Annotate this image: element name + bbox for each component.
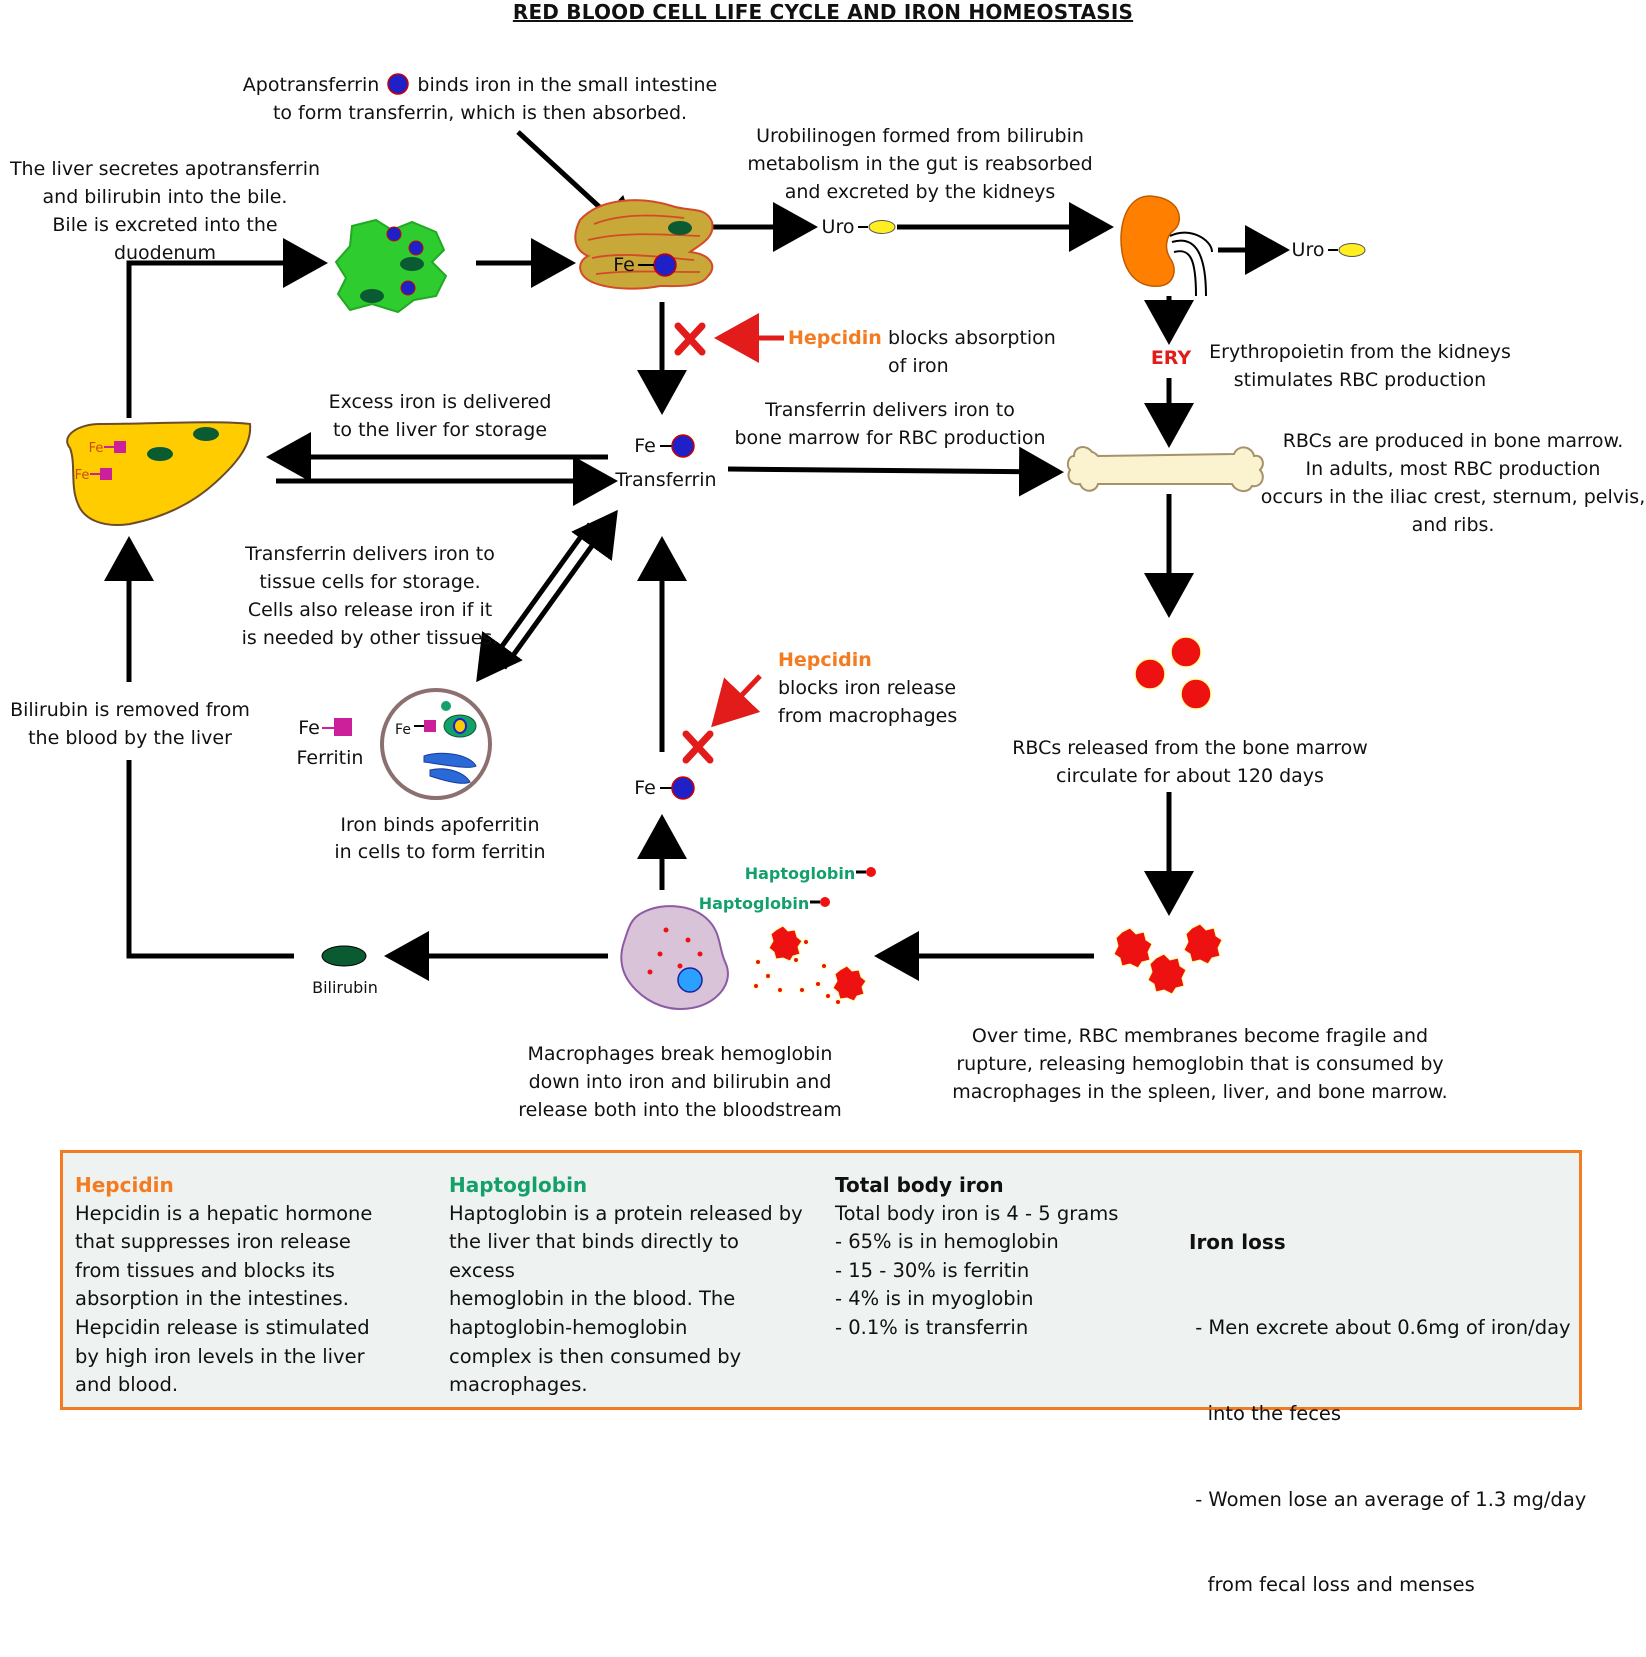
haptoglobin-label-2: Haptoglobin [698, 894, 810, 913]
bilirubin-removed-note: Bilirubin is removed from the blood by t… [10, 699, 250, 749]
kidney-icon [1120, 195, 1213, 297]
legend-total-iron: Total body iron Total body iron is 4 - 5… [835, 1173, 1119, 1339]
uro-kidney-label: Uro [1291, 239, 1325, 261]
hepcidin-macrophage-note: Hepcidin blocks iron release from macrop… [778, 649, 958, 727]
hepcidin-block-marks [674, 313, 784, 764]
macrophage-fe-icon [660, 776, 695, 800]
rbc-production-note: RBCs are produced in bone marrow. In adu… [1260, 430, 1646, 536]
legend-box: Hepcidin Hepcidin is a hepatic hormone t… [60, 1150, 1586, 1596]
tissue-cell-icon [380, 688, 492, 800]
hepcidin-absorption-note: blocks absorption of iron [888, 327, 1056, 377]
ferritin-icon [322, 718, 352, 736]
legend-haptoglobin: Haptoglobin Haptoglobin is a protein rel… [449, 1173, 803, 1397]
liver-secretes-note: The liver secretes apotransferrin and bi… [9, 158, 321, 264]
block-x-macrophage-icon [682, 730, 714, 764]
macrophage-icon [620, 905, 729, 1010]
apotransferrin-icon [387, 73, 410, 95]
rbc-circulate-note: RBCs released from the bone marrow circu… [1012, 737, 1368, 787]
hepcidin-arrow-macrophage [711, 674, 762, 728]
bile-cell-icon [334, 218, 448, 314]
excess-iron-note: Excess iron is delivered to the liver fo… [328, 391, 552, 441]
transferrin-label: Transferrin [615, 469, 717, 491]
legend-iron-loss: Iron loss - Men excrete about 0.6mg of i… [1189, 1230, 1587, 1597]
ferritin-fe-label: Fe [298, 717, 320, 739]
haptoglobin-label-1: Haptoglobin [744, 864, 856, 883]
uro-label: Uro [821, 216, 855, 238]
macrophage-fe-label: Fe [634, 777, 656, 799]
uro-pill-kidney-icon [1328, 243, 1366, 257]
ery-label: ERY [1150, 347, 1192, 369]
macrophages-note: Macrophages break hemoglobin down into i… [518, 1043, 842, 1121]
haptoglobin-dots-icon [810, 867, 876, 907]
ferritin-label: Ferritin [296, 747, 364, 769]
small-intestine-icon [574, 199, 714, 290]
bilirubin-label: Bilirubin [312, 978, 378, 997]
hepcidin-absorption-name: Hepcidin [788, 327, 882, 349]
legend-hepcidin: Hepcidin Hepcidin is a hepatic hormone t… [75, 1173, 373, 1397]
membranes-note: Over time, RBC membranes become fragile … [952, 1025, 1448, 1103]
transferrin-marrow-note: Transferrin delivers iron to bone marrow… [734, 399, 1046, 449]
transferrin-fe-label: Fe [634, 435, 656, 457]
block-x-absorption-icon [674, 322, 706, 356]
cell-fe-label: Fe [395, 722, 411, 738]
transferrin-tissue-note: Transferrin delivers iron to tissue cell… [241, 543, 499, 649]
arrow-cell-to-transferrin [501, 509, 618, 670]
liver-fe-label-1: Fe [88, 441, 104, 456]
urobilinogen-note: Urobilinogen formed from bilirubin metab… [747, 125, 1093, 203]
ruptured-rbc-icon [1113, 923, 1223, 995]
uro-pill-icon [858, 220, 896, 234]
ferritin-note: Iron binds apoferritin in cells to form … [334, 814, 546, 863]
apotransferrin-note: Apotransferrin binds iron in the small i… [242, 73, 718, 124]
flow-arrows [104, 130, 1290, 981]
diagram-title: RED BLOOD CELL LIFE CYCLE AND IRON HOMEO… [512, 0, 1134, 24]
red-blood-cells-icon [1134, 636, 1212, 710]
arrow-bilirubin-to-liver-line [126, 760, 294, 959]
diagram-canvas [66, 130, 1366, 1010]
bilirubin-icon [321, 945, 367, 967]
erythropoietin-note: Erythropoietin from the kidneys stimulat… [1209, 341, 1511, 391]
intestine-fe-label: Fe [613, 254, 635, 276]
arrow-liver-up-to-bile [126, 238, 328, 418]
arrow-transferrin-to-bone [727, 446, 1064, 497]
bone-icon [1066, 446, 1264, 492]
transferrin-fe-icon [660, 434, 695, 458]
hemoglobin-fragments-icon [753, 925, 867, 1005]
liver-fe-label-2: Fe [74, 468, 90, 483]
liver-icon [66, 421, 252, 526]
